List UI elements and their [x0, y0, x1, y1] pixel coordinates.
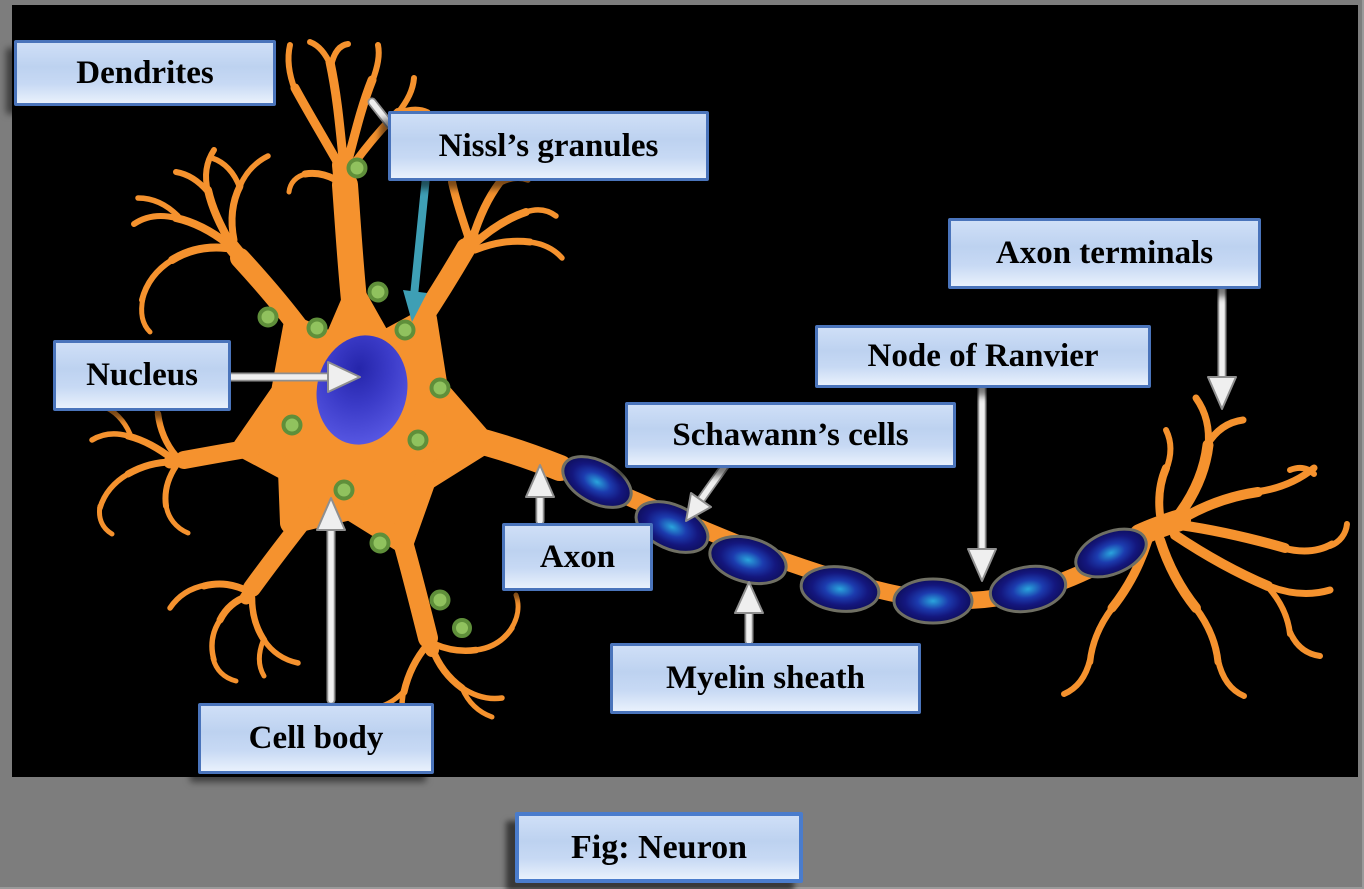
label-nucleus: Nucleus [53, 340, 231, 411]
label-myelin-sheath: Myelin sheath [610, 643, 921, 714]
label-cell-body-text: Cell body [248, 720, 384, 756]
label-axon-text: Axon [539, 538, 616, 575]
label-nucleus-text: Nucleus [86, 357, 198, 393]
label-cell-body: Cell body [198, 703, 434, 774]
label-dendrites: Dendrites [14, 40, 276, 106]
label-axon-terminals-text: Axon terminals [995, 235, 1214, 271]
dendrites-branches [89, 39, 565, 735]
label-node-of-ranvier-text: Node of Ranvier [867, 338, 1099, 374]
label-node-of-ranvier: Node of Ranvier [815, 325, 1151, 388]
axon-arrowhead [525, 464, 555, 498]
label-myelin-sheath-text: Myelin sheath [666, 660, 865, 696]
axon-terminals-branches [1061, 394, 1350, 699]
schwann-arrow [697, 460, 730, 504]
label-dendrites-text: Dendrites [76, 54, 214, 91]
label-axon-terminals: Axon terminals [948, 218, 1261, 289]
label-axon: Axon [502, 523, 653, 591]
label-schwann-cells-text: Schawann’s cells [672, 416, 909, 453]
cell-body-arrowhead [316, 497, 346, 531]
figure-caption: Fig: Neuron [515, 812, 803, 883]
nucleus-arrowhead [327, 361, 361, 393]
label-nissl-granules-text: Nissl’s granules [438, 127, 659, 164]
label-nissl-granules: Nissl’s granules [388, 111, 709, 181]
nucleus-shape [316, 335, 408, 445]
label-schwann-cells: Schawann’s cells [625, 402, 956, 468]
figure-caption-text: Fig: Neuron [571, 828, 747, 866]
neuron-cell [89, 39, 1350, 735]
myelin-arrowhead [734, 581, 764, 614]
node-arrowhead [967, 548, 997, 582]
axon-terminals-arrowhead [1207, 376, 1237, 410]
nissl-arrow [403, 173, 430, 322]
nissl-granules-dots [257, 157, 472, 638]
myelin-sheath-segments [561, 455, 1148, 625]
schwann-arrowhead [685, 492, 712, 522]
